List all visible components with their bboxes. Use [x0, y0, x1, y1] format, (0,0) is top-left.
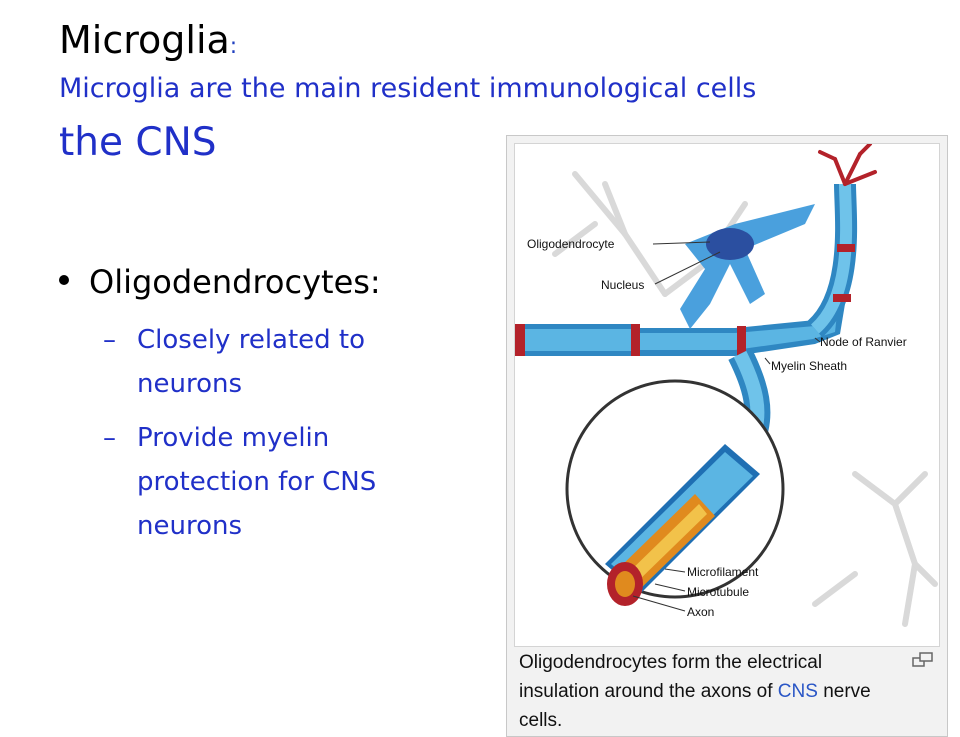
- oligodendrocyte-diagram: Oligodendrocyte Nucleus Node of Ranvier …: [515, 142, 938, 627]
- slide-title-colon: :: [229, 34, 238, 59]
- sub-item-2-line1: Provide myelin: [137, 423, 330, 453]
- dash-icon: –: [103, 325, 116, 355]
- label-oligodendrocyte: Oligodendrocyte: [527, 237, 615, 251]
- upper-axon: [515, 304, 845, 358]
- label-microtubule: Microtubule: [687, 585, 749, 599]
- slide-title: Microglia:: [59, 18, 237, 62]
- axon-terminals: [818, 142, 877, 186]
- bullet-dot-icon: [59, 275, 69, 285]
- caption-text-before: Oligodendrocytes form the electrical ins…: [519, 652, 823, 702]
- label-axon: Axon: [687, 605, 714, 619]
- caption-link-cns[interactable]: CNS: [777, 681, 818, 702]
- bullet-oligodendrocytes: Oligodendrocytes:: [59, 263, 381, 301]
- label-nucleus: Nucleus: [601, 278, 644, 292]
- enlarge-icon[interactable]: [912, 652, 934, 668]
- bullet-text: Oligodendrocytes:: [89, 263, 381, 301]
- slide-subtitle-line2: the CNS: [59, 120, 217, 165]
- slide-subtitle-line1: Microglia are the main resident immunolo…: [59, 73, 757, 104]
- oligodendrocyte-illustration: Oligodendrocyte Nucleus Node of Ranvier …: [514, 142, 940, 647]
- label-node-of-ranvier: Node of Ranvier: [820, 335, 907, 349]
- label-pointers: [632, 241, 821, 612]
- figure-caption: Oligodendrocytes form the electrical ins…: [519, 648, 899, 735]
- sub-item-1-line2: neurons: [137, 369, 243, 399]
- sub-item-1-line1: Closely related to: [137, 325, 366, 355]
- label-myelin-sheath: Myelin Sheath: [771, 359, 847, 373]
- sub-item-2-line2: protection for CNS: [137, 467, 377, 497]
- dash-icon: –: [103, 423, 116, 453]
- background-neurons: [552, 171, 938, 627]
- rising-axon-nodes: [833, 244, 855, 302]
- slide-title-text: Microglia: [59, 18, 230, 62]
- label-microfilament: Microfilament: [687, 565, 759, 579]
- axon-cross-section: [605, 444, 760, 606]
- figure-box: Oligodendrocyte Nucleus Node of Ranvier …: [506, 135, 948, 737]
- oligodendrocyte-cell: [680, 204, 815, 329]
- sub-item-2-line3: neurons: [137, 511, 243, 541]
- magnifier-circle: [565, 379, 785, 599]
